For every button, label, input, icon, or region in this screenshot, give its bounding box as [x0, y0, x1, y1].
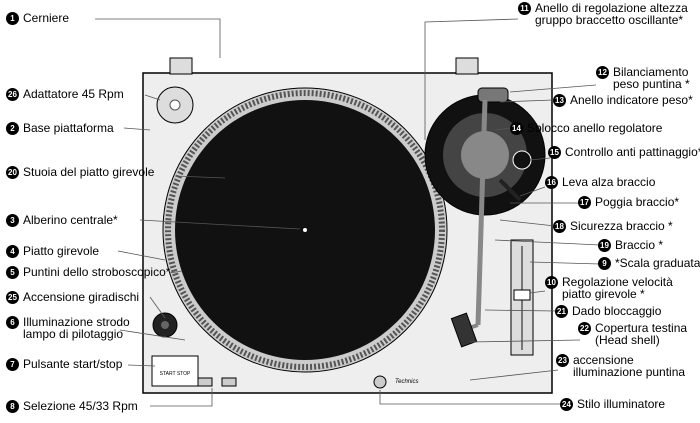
headshell: [450, 312, 478, 348]
arm-lift-lever: [498, 178, 522, 202]
brand-logo: Technics: [395, 379, 418, 385]
speed-45-button: [221, 377, 237, 387]
start-stop-button: [151, 355, 199, 387]
strobe-dots: [165, 90, 445, 370]
center-spindle: [303, 228, 307, 232]
speed-33-button: [197, 377, 213, 387]
label-9: 9*Scala graduata: [598, 257, 700, 270]
stylus-light: [373, 375, 387, 389]
hinge-right: [455, 57, 479, 75]
start-stop-text: START STOP: [160, 371, 191, 377]
tonearm: [475, 99, 488, 326]
counterweight: [477, 87, 509, 103]
hinge-left: [169, 57, 193, 75]
